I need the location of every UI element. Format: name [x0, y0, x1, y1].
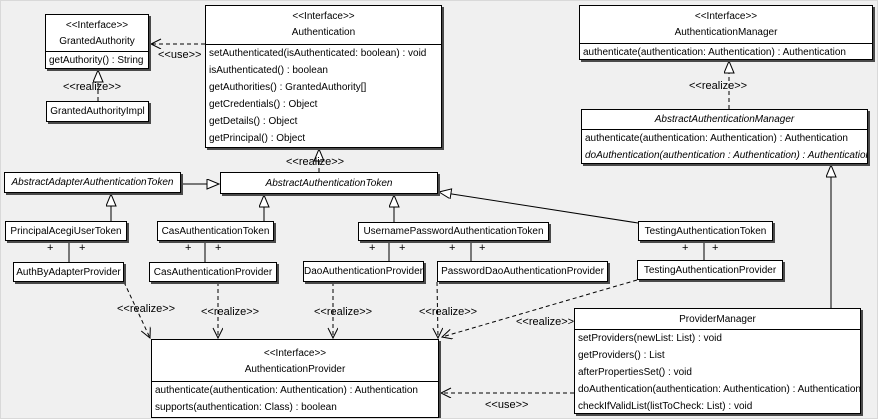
class-abstract-authentication-manager[interactable]: AbstractAuthenticationManager authentica… [581, 109, 868, 164]
class-cas-authentication-token[interactable]: CasAuthenticationToken [157, 221, 274, 241]
method: getProviders() : List [578, 350, 665, 361]
class-name: AbstractAuthenticationToken [265, 177, 393, 189]
stereotype-label: <<Interface>> [263, 348, 327, 359]
realize-label: <<realize>> [117, 303, 176, 315]
stereotype-label: <<Interface>> [65, 20, 129, 31]
edge-realize-authbyadapterprovider [123, 281, 150, 338]
plus-marker: + [682, 242, 689, 254]
method: supports(authentication: Class) : boolea… [155, 402, 337, 413]
plus-marker: + [79, 242, 86, 254]
method: checkIfValidList(listToCheck: List) : vo… [578, 401, 753, 412]
class-testing-authentication-token[interactable]: TestingAuthenticationToken [638, 221, 773, 241]
class-name: PrincipalAcegiUserToken [10, 225, 122, 237]
method: authenticate(authentication: Authenticat… [585, 133, 848, 144]
plus-marker: + [479, 242, 486, 254]
edge-gen-testingauthenticationtoken [439, 192, 639, 224]
class-provider-manager[interactable]: ProviderManager setProviders(newList: Li… [574, 308, 861, 414]
class-name: CasAuthenticationToken [161, 225, 270, 237]
stereotype-label: <<Interface>> [292, 11, 355, 22]
class-name: AuthenticationProvider [244, 364, 346, 375]
class-auth-by-adapter-provider[interactable]: AuthByAdapterProvider [13, 262, 124, 282]
method: doAuthentication(authentication: Authent… [578, 384, 860, 395]
realize-label: <<realize>> [516, 316, 575, 328]
method: afterPropertiesSet() : void [578, 367, 692, 378]
realize-label: <<realize>> [419, 306, 478, 318]
class-name: CasAuthenticationProvider [153, 266, 273, 278]
plus-marker: + [399, 242, 406, 254]
method: isAuthenticated() : boolean [209, 65, 328, 76]
realize-label: <<realize>> [63, 81, 122, 93]
class-cas-authentication-provider[interactable]: CasAuthenticationProvider [149, 262, 277, 282]
class-name: ProviderManager [575, 309, 860, 330]
class-dao-authentication-provider[interactable]: DaoAuthenticationProvider [303, 261, 424, 282]
class-name: AbstractAuthenticationManager [582, 110, 867, 130]
use-label: <<use>> [158, 49, 202, 61]
class-name: GrantedAuthorityImpl [50, 106, 145, 117]
stereotype-label: <<Interface>> [694, 11, 758, 22]
method: setProviders(newList: List) : void [578, 333, 722, 344]
method: authenticate(authentication: Authenticat… [583, 47, 846, 58]
method: getPrincipal() : Object [209, 133, 306, 144]
class-name: AuthByAdapterProvider [16, 266, 121, 278]
edge-realize-testingauthenticationprovider [442, 279, 638, 337]
realize-label: <<realize>> [314, 306, 373, 318]
plus-marker: + [449, 242, 456, 254]
class-granted-authority[interactable]: <<Interface>> GrantedAuthority getAuthor… [45, 14, 149, 69]
class-name: TestingAuthenticationProvider [643, 264, 777, 276]
method: getAuthority() : String [49, 55, 144, 66]
method: getDetails() : Object [209, 116, 298, 127]
class-name: UsernamePasswordAuthenticationToken [363, 226, 544, 237]
class-name: Authentication [291, 27, 356, 38]
class-granted-authority-impl[interactable]: GrantedAuthorityImpl [46, 101, 149, 122]
plus-marker: + [712, 242, 719, 254]
class-testing-authentication-provider[interactable]: TestingAuthenticationProvider [637, 260, 783, 280]
class-abstract-authentication-token[interactable]: AbstractAuthenticationToken [220, 172, 438, 194]
class-password-dao-authentication-provider[interactable]: PasswordDaoAuthenticationProvider [437, 261, 608, 282]
class-name: PasswordDaoAuthenticationProvider [441, 266, 604, 277]
class-authentication[interactable]: <<Interface>> Authentication setAuthenti… [205, 5, 442, 148]
edge-realize-passworddaoauthenticationprovider [437, 281, 438, 338]
class-username-password-authentication-token[interactable]: UsernamePasswordAuthenticationToken [358, 222, 549, 241]
plus-marker: + [47, 242, 54, 254]
realize-label: <<realize>> [201, 306, 260, 318]
use-label: <<use>> [485, 399, 529, 411]
class-principal-acegi-user-token[interactable]: PrincipalAcegiUserToken [5, 221, 127, 241]
method: authenticate(authentication: Authenticat… [155, 385, 418, 396]
realize-label: <<realize>> [689, 80, 748, 92]
class-name: DaoAuthenticationProvider [304, 266, 423, 277]
class-name: AuthenticationManager [674, 27, 778, 38]
class-authentication-manager[interactable]: <<Interface>> AuthenticationManager auth… [579, 5, 873, 60]
plus-marker: + [215, 242, 222, 254]
class-authentication-provider[interactable]: <<Interface>> AuthenticationProvider aut… [151, 339, 439, 418]
plus-marker: + [185, 242, 192, 254]
class-name: TestingAuthenticationToken [644, 225, 767, 237]
method-abstract: doAuthentication(authentication : Authen… [585, 150, 867, 161]
class-name: AbstractAdapterAuthenticationToken [11, 177, 174, 188]
method: getCredentials() : Object [209, 99, 318, 110]
method: getAuthorities() : GrantedAuthority[] [209, 82, 367, 93]
realize-label: <<realize>> [286, 156, 345, 168]
class-abstract-adapter-authentication-token[interactable]: AbstractAdapterAuthenticationToken [4, 172, 181, 193]
class-name: GrantedAuthority [59, 36, 135, 47]
method: setAuthenticated(isAuthenticated: boolea… [209, 48, 427, 59]
plus-marker: + [369, 242, 376, 254]
